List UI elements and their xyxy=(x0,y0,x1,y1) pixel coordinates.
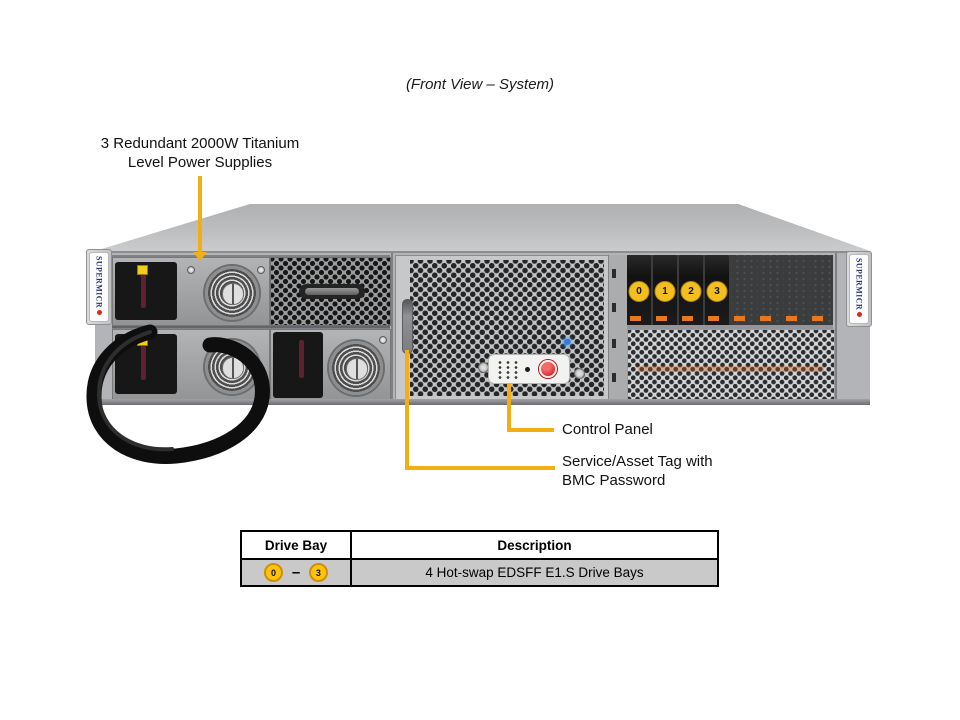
service-tag-label: Service/Asset Tag with BMC Password xyxy=(562,452,713,490)
screw-icon xyxy=(257,266,265,274)
psu-callout-label: 3 Redundant 2000W Titanium Level Power S… xyxy=(60,134,340,172)
power-supply-1 xyxy=(112,257,270,326)
lower-vent-grille xyxy=(627,329,835,401)
psu3-handle xyxy=(299,340,304,378)
vent-slot xyxy=(612,339,616,348)
bay-range-cell: 0 – 3 xyxy=(240,558,352,587)
drive-bay-blank xyxy=(757,255,781,325)
server-front-face: 0 1 2 3 xyxy=(95,251,870,404)
bay-number-badge: 1 xyxy=(654,281,676,302)
power-supply-area xyxy=(112,255,391,401)
screw-icon xyxy=(379,336,387,344)
panel-seam xyxy=(835,253,837,404)
screw-icon xyxy=(574,368,585,379)
col-header-drive-bay: Drive Bay xyxy=(240,530,352,560)
bay-number-badge: 0 xyxy=(628,281,650,302)
brand-text: SUPERMICR xyxy=(94,256,104,309)
fan-hub xyxy=(222,357,244,379)
bay-badge-from: 0 xyxy=(264,563,284,582)
uid-led-icon xyxy=(564,339,570,345)
psu-callout-line xyxy=(198,176,202,253)
grille-label-band xyxy=(638,366,824,372)
screw-icon xyxy=(478,362,489,373)
description-cell: 4 Hot-swap EDSFF E1.S Drive Bays xyxy=(350,558,719,587)
bay-number-badge: 3 xyxy=(706,281,728,302)
brand-dot-icon xyxy=(96,310,102,316)
drive-bay-0: 0 xyxy=(627,255,651,325)
module-handle xyxy=(299,284,365,299)
drive-release-tab xyxy=(656,316,667,321)
range-dash: – xyxy=(291,564,301,581)
psu3-latch xyxy=(273,332,323,398)
psu-callout-line1: 3 Redundant 2000W Titanium xyxy=(100,135,300,152)
drive-bay-1: 1 xyxy=(653,255,677,325)
psu-row-seam xyxy=(112,326,390,328)
vent-slot xyxy=(612,373,616,382)
service-tag-line1: Service/Asset Tag with xyxy=(562,453,713,470)
drive-release-tab xyxy=(682,316,693,321)
drive-release-tab xyxy=(630,316,641,321)
panel-seam xyxy=(391,253,393,404)
psu-blank-module xyxy=(270,257,391,326)
drive-bay-blank xyxy=(731,255,755,325)
fan-hub xyxy=(222,283,244,305)
service-tag-line2: BMC Password xyxy=(562,472,666,489)
bay-separator xyxy=(627,325,833,329)
screw-icon xyxy=(187,266,195,274)
psu2-handle xyxy=(141,342,146,380)
bay-number-badge: 2 xyxy=(680,281,702,302)
control-panel xyxy=(489,355,569,383)
power-button-icon xyxy=(539,360,557,378)
psu3-fan xyxy=(329,341,383,395)
drive-release-tab xyxy=(734,316,745,321)
vent-slot xyxy=(612,303,616,312)
service-tag-callout-line xyxy=(405,466,555,470)
service-tag-callout-line xyxy=(405,350,409,470)
drive-release-tab xyxy=(786,316,797,321)
control-panel-callout-line xyxy=(507,384,511,432)
rack-ear-left: SUPERMICR xyxy=(86,249,112,325)
drive-bay-table: Drive Bay Description 0 – 3 4 Hot-swap E… xyxy=(240,530,719,587)
bay-badge-to: 3 xyxy=(308,563,328,582)
figure-title: (Front View – System) xyxy=(405,76,555,93)
col-header-description: Description xyxy=(350,530,719,560)
center-grille-section xyxy=(395,255,609,401)
rack-ear-right: SUPERMICR xyxy=(846,251,872,327)
brand-label: SUPERMICR xyxy=(849,254,869,324)
warning-sticker-icon xyxy=(137,265,148,275)
drive-bay-blank xyxy=(783,255,807,325)
drive-bay-2: 2 xyxy=(679,255,703,325)
brand-dot-icon xyxy=(856,312,862,318)
drive-bay-section: 0 1 2 3 xyxy=(627,255,835,401)
table-header-row: Drive Bay Description xyxy=(240,530,719,560)
fan-hub xyxy=(346,358,368,380)
psu1-handle xyxy=(141,270,146,308)
psu1-fan xyxy=(205,266,259,320)
drive-bay-3: 3 xyxy=(705,255,729,325)
table-row: 0 – 3 4 Hot-swap EDSFF E1.S Drive Bays xyxy=(240,558,719,587)
drive-release-tab xyxy=(760,316,771,321)
vent-slot xyxy=(612,269,616,278)
status-led-icons xyxy=(495,359,519,379)
psu-callout-arrowhead xyxy=(193,252,207,261)
psu-callout-line2: Level Power Supplies xyxy=(127,154,273,171)
control-panel-label: Control Panel xyxy=(562,421,653,438)
control-panel-callout-line xyxy=(507,428,554,432)
brand-label: SUPERMICR xyxy=(89,252,109,322)
drive-release-tab xyxy=(708,316,719,321)
reset-button xyxy=(525,367,530,372)
brand-text: SUPERMICR xyxy=(854,258,864,311)
drive-bay-blank xyxy=(809,255,833,325)
drive-release-tab xyxy=(812,316,823,321)
edsff-drive-bays: 0 1 2 3 xyxy=(627,255,833,325)
chassis-divider-strip xyxy=(608,255,628,399)
